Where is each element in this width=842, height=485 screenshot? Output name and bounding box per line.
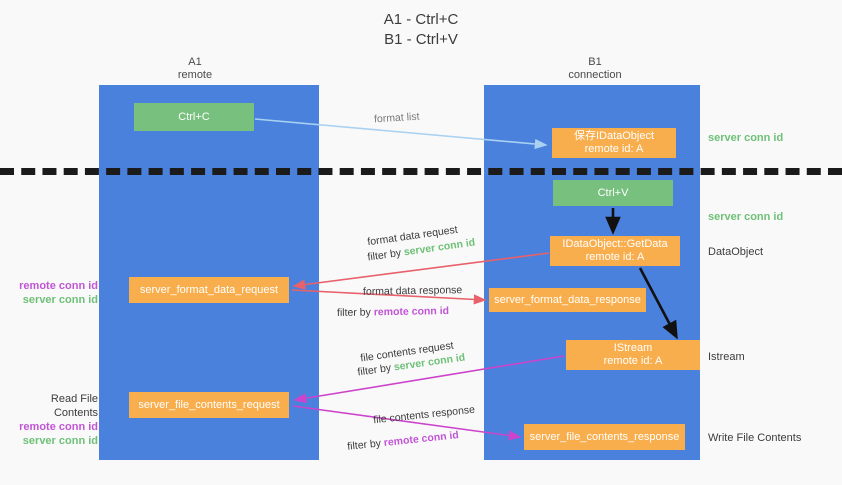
filter-value-2: remote conn id	[373, 305, 450, 319]
label-group-format-data: remote conn id server conn id	[8, 279, 98, 307]
label-group-read-file: Read File Contents remote conn id server…	[8, 392, 98, 448]
column-a1-name: A1	[188, 56, 202, 68]
filter-value-4: remote conn id	[383, 429, 460, 449]
title-line-1: A1 - Ctrl+C	[383, 11, 459, 28]
node-idataobject-line1: 保存IDataObject	[573, 130, 655, 142]
node-ctrl-v[interactable]: Ctrl+V	[553, 180, 673, 206]
page-title: A1 - Ctrl+C B1 - Ctrl+V	[0, 10, 842, 50]
label-read-file-contents: Read File Contents	[50, 393, 98, 419]
column-header-a1: A1 remote	[120, 56, 270, 82]
label-remote-conn-id-1: remote conn id	[19, 280, 98, 292]
node-server-format-data-request-label: server_format_data_request	[139, 283, 279, 296]
node-ctrl-c[interactable]: Ctrl+C	[134, 103, 254, 131]
node-istream-line2: remote id: A	[603, 355, 663, 367]
label-remote-conn-id-2: remote conn id	[19, 421, 98, 433]
node-server-file-contents-request[interactable]: server_file_contents_request	[129, 392, 289, 418]
node-server-file-contents-request-label: server_file_contents_request	[138, 398, 280, 411]
node-istream[interactable]: IStream remote id: A	[566, 340, 700, 370]
node-ctrl-v-label: Ctrl+V	[597, 186, 629, 199]
node-getdata-line1: IDataObject::GetData	[562, 238, 668, 250]
label-server-conn-id-2: server conn id	[22, 435, 98, 447]
label-server-conn-id-mid: server conn id	[708, 211, 784, 223]
node-server-format-data-response-label: server_format_data_response	[494, 293, 641, 306]
node-getdata-line2: remote id: A	[585, 251, 645, 263]
column-header-b1: B1 connection	[520, 56, 670, 82]
label-istream: Istream	[708, 351, 745, 363]
node-idataobject[interactable]: 保存IDataObject remote id: A	[552, 128, 676, 158]
arrow-label-format-data-response: format data response	[362, 284, 463, 298]
filter-prefix-1: filter by	[366, 246, 405, 264]
node-getdata[interactable]: IDataObject::GetData remote id: A	[550, 236, 680, 266]
arrow-label-file-contents-response: file contents response	[372, 403, 476, 427]
node-idataobject-line2: remote id: A	[584, 143, 644, 155]
column-b1-sub: connection	[568, 69, 622, 81]
node-server-format-data-response[interactable]: server_format_data_response	[489, 288, 646, 312]
label-server-conn-id-1: server conn id	[22, 294, 98, 306]
filter-prefix-4: filter by	[346, 437, 385, 453]
label-dataobject: DataObject	[708, 246, 764, 258]
column-a1-sub: remote	[177, 69, 213, 81]
title-line-2: B1 - Ctrl+V	[384, 31, 458, 48]
phase-divider	[0, 168, 842, 175]
label-write-file-contents: Write File Contents	[708, 432, 802, 444]
node-istream-line1: IStream	[613, 342, 653, 354]
arrow-label-format-list: format list	[373, 110, 420, 126]
node-ctrl-c-label: Ctrl+C	[178, 110, 210, 123]
arrow-label-file-contents-response-filter: filter by remote conn id	[347, 428, 460, 454]
node-server-file-contents-response[interactable]: server_file_contents_response	[524, 424, 685, 450]
column-b1-name: B1	[588, 56, 602, 68]
node-server-file-contents-response-label: server_file_contents_response	[529, 430, 680, 443]
filter-prefix-3: filter by	[356, 361, 395, 379]
label-server-conn-id-top: server conn id	[708, 132, 784, 144]
arrow-label-format-data-response-filter: filter by remote conn id	[337, 304, 449, 320]
node-server-format-data-request[interactable]: server_format_data_request	[129, 277, 289, 303]
filter-prefix-2: filter by	[336, 306, 374, 319]
